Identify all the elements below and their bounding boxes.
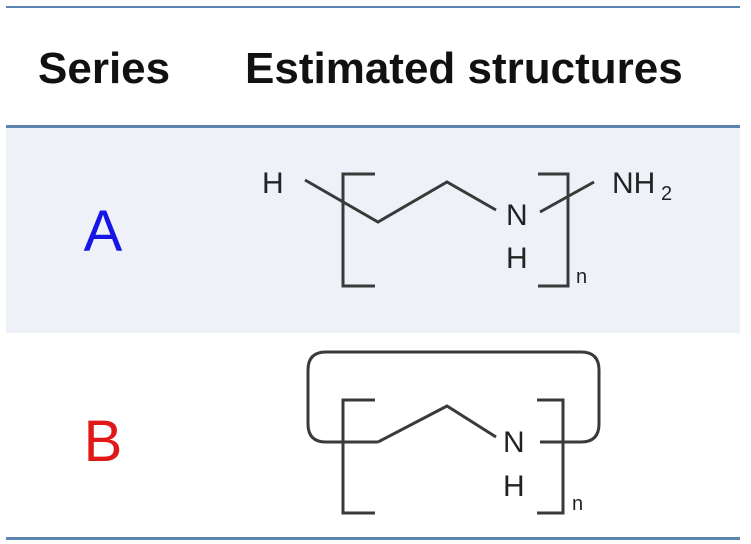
- structure-b-right-bracket: [537, 398, 565, 515]
- series-column-header: Series: [38, 44, 171, 93]
- row-a-background: [6, 128, 740, 333]
- structure-a-right-bracket: [538, 172, 570, 288]
- table-bottom-rule: [6, 537, 740, 540]
- structure-b-nitrogen: N: [503, 426, 525, 459]
- series-label-b: B: [83, 409, 123, 474]
- structure-b-backbone: [377, 404, 497, 444]
- structure-a-h-terminal: H: [262, 167, 284, 200]
- structure-a-left-bracket: [341, 172, 375, 288]
- structure-a-repeat-n: n: [576, 266, 587, 288]
- structure-b-cyclic: [306, 350, 601, 515]
- structure-b-nh-hydrogen: H: [503, 470, 525, 503]
- header-divider-rule: [6, 125, 740, 128]
- structure-a-linear: [304, 172, 595, 288]
- structure-a-nitrogen: N: [506, 199, 528, 232]
- structure-a-backbone: [304, 178, 497, 224]
- structure-a-nh2-subscript: 2: [661, 183, 672, 205]
- structure-b-ring-loop: [306, 350, 601, 444]
- structure-a-n-bond: [539, 180, 595, 214]
- structure-b-left-bracket: [341, 398, 375, 515]
- structure-b-repeat-n: n: [572, 493, 583, 515]
- structure-a-nh2-group: NH: [612, 167, 655, 200]
- structure-a-nh-hydrogen: H: [506, 242, 528, 275]
- structures-column-header: Estimated structures: [245, 44, 683, 93]
- table-top-rule: [6, 6, 740, 8]
- series-label-a: A: [83, 199, 123, 264]
